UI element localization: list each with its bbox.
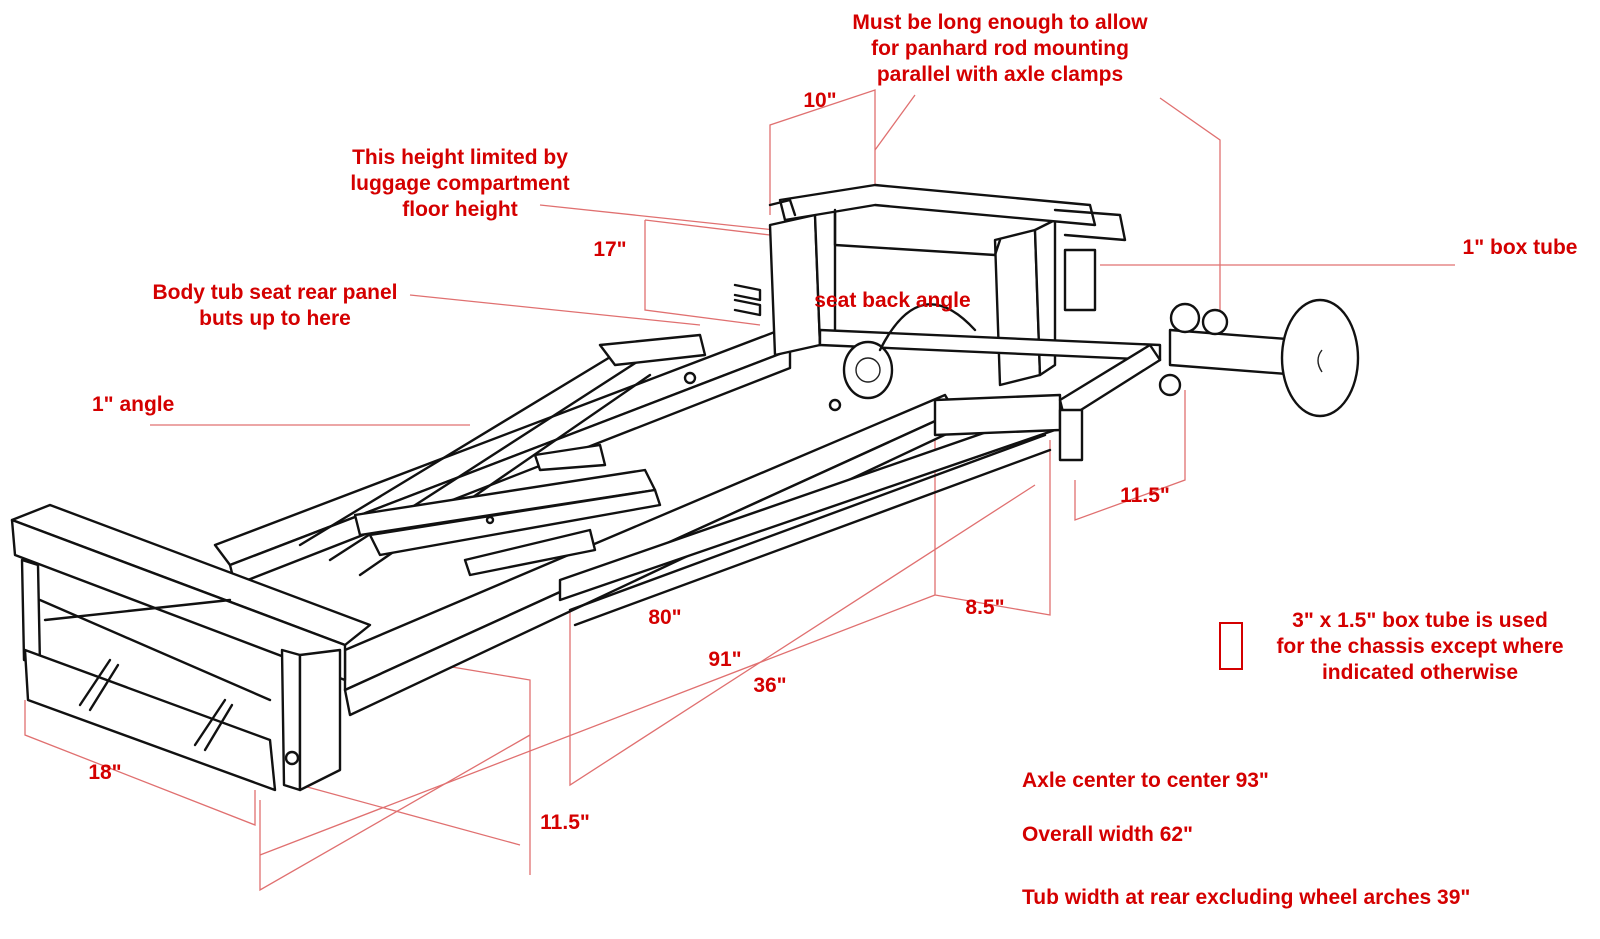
panhard-note: Must be long enough to allow for panhard… — [820, 10, 1180, 88]
chassis-frame — [10, 183, 1360, 792]
panhard-note-line-3: parallel with axle clamps — [876, 63, 1124, 86]
panhard-note-line-2: for panhard rod mounting — [871, 37, 1129, 60]
height-limit-line-2: luggage compartment — [350, 172, 570, 195]
dimension-17: 17" — [593, 238, 627, 261]
dimension-80: 80" — [648, 606, 682, 629]
box-tube-legend-icon — [1219, 622, 1243, 670]
seat-panel-line-1: Body tub seat rear panel — [152, 281, 398, 304]
legend-line-3: indicated otherwise — [1321, 661, 1519, 684]
dimension-8-5: 8.5" — [965, 596, 1005, 619]
overall-width-note: Overall width 62" — [1022, 823, 1194, 846]
box-tube-note: 1" box tube — [1462, 236, 1578, 259]
dimension-91: 91" — [708, 648, 742, 671]
seat-back-angle-note: seat back angle — [814, 289, 971, 312]
dimension-11-5-front: 11.5" — [540, 811, 590, 834]
seat-panel-line-2: buts up to here — [199, 307, 351, 330]
height-limit-line-1: This height limited by — [352, 146, 568, 169]
axle-center-note: Axle center to center 93" — [1022, 769, 1269, 792]
height-limit-note: This height limited by luggage compartme… — [320, 145, 600, 223]
dimension-18: 18" — [88, 761, 122, 784]
tub-width-note: Tub width at rear excluding wheel arches… — [1022, 886, 1471, 909]
dimension-lines — [24, 89, 1455, 892]
dimension-36: 36" — [753, 674, 787, 697]
dimension-10: 10" — [803, 89, 837, 112]
legend-line-2: for the chassis except where — [1276, 635, 1564, 658]
height-limit-line-3: floor height — [402, 198, 518, 221]
panhard-note-line-1: Must be long enough to allow — [852, 11, 1148, 34]
angle-note: 1" angle — [92, 393, 175, 416]
dimension-11-5-right: 11.5" — [1120, 484, 1170, 507]
seat-panel-note: Body tub seat rear panel buts up to here — [125, 280, 425, 332]
chassis-legend-note: 3" x 1.5" box tube is used for the chass… — [1255, 608, 1585, 686]
legend-line-1: 3" x 1.5" box tube is used — [1292, 609, 1548, 632]
